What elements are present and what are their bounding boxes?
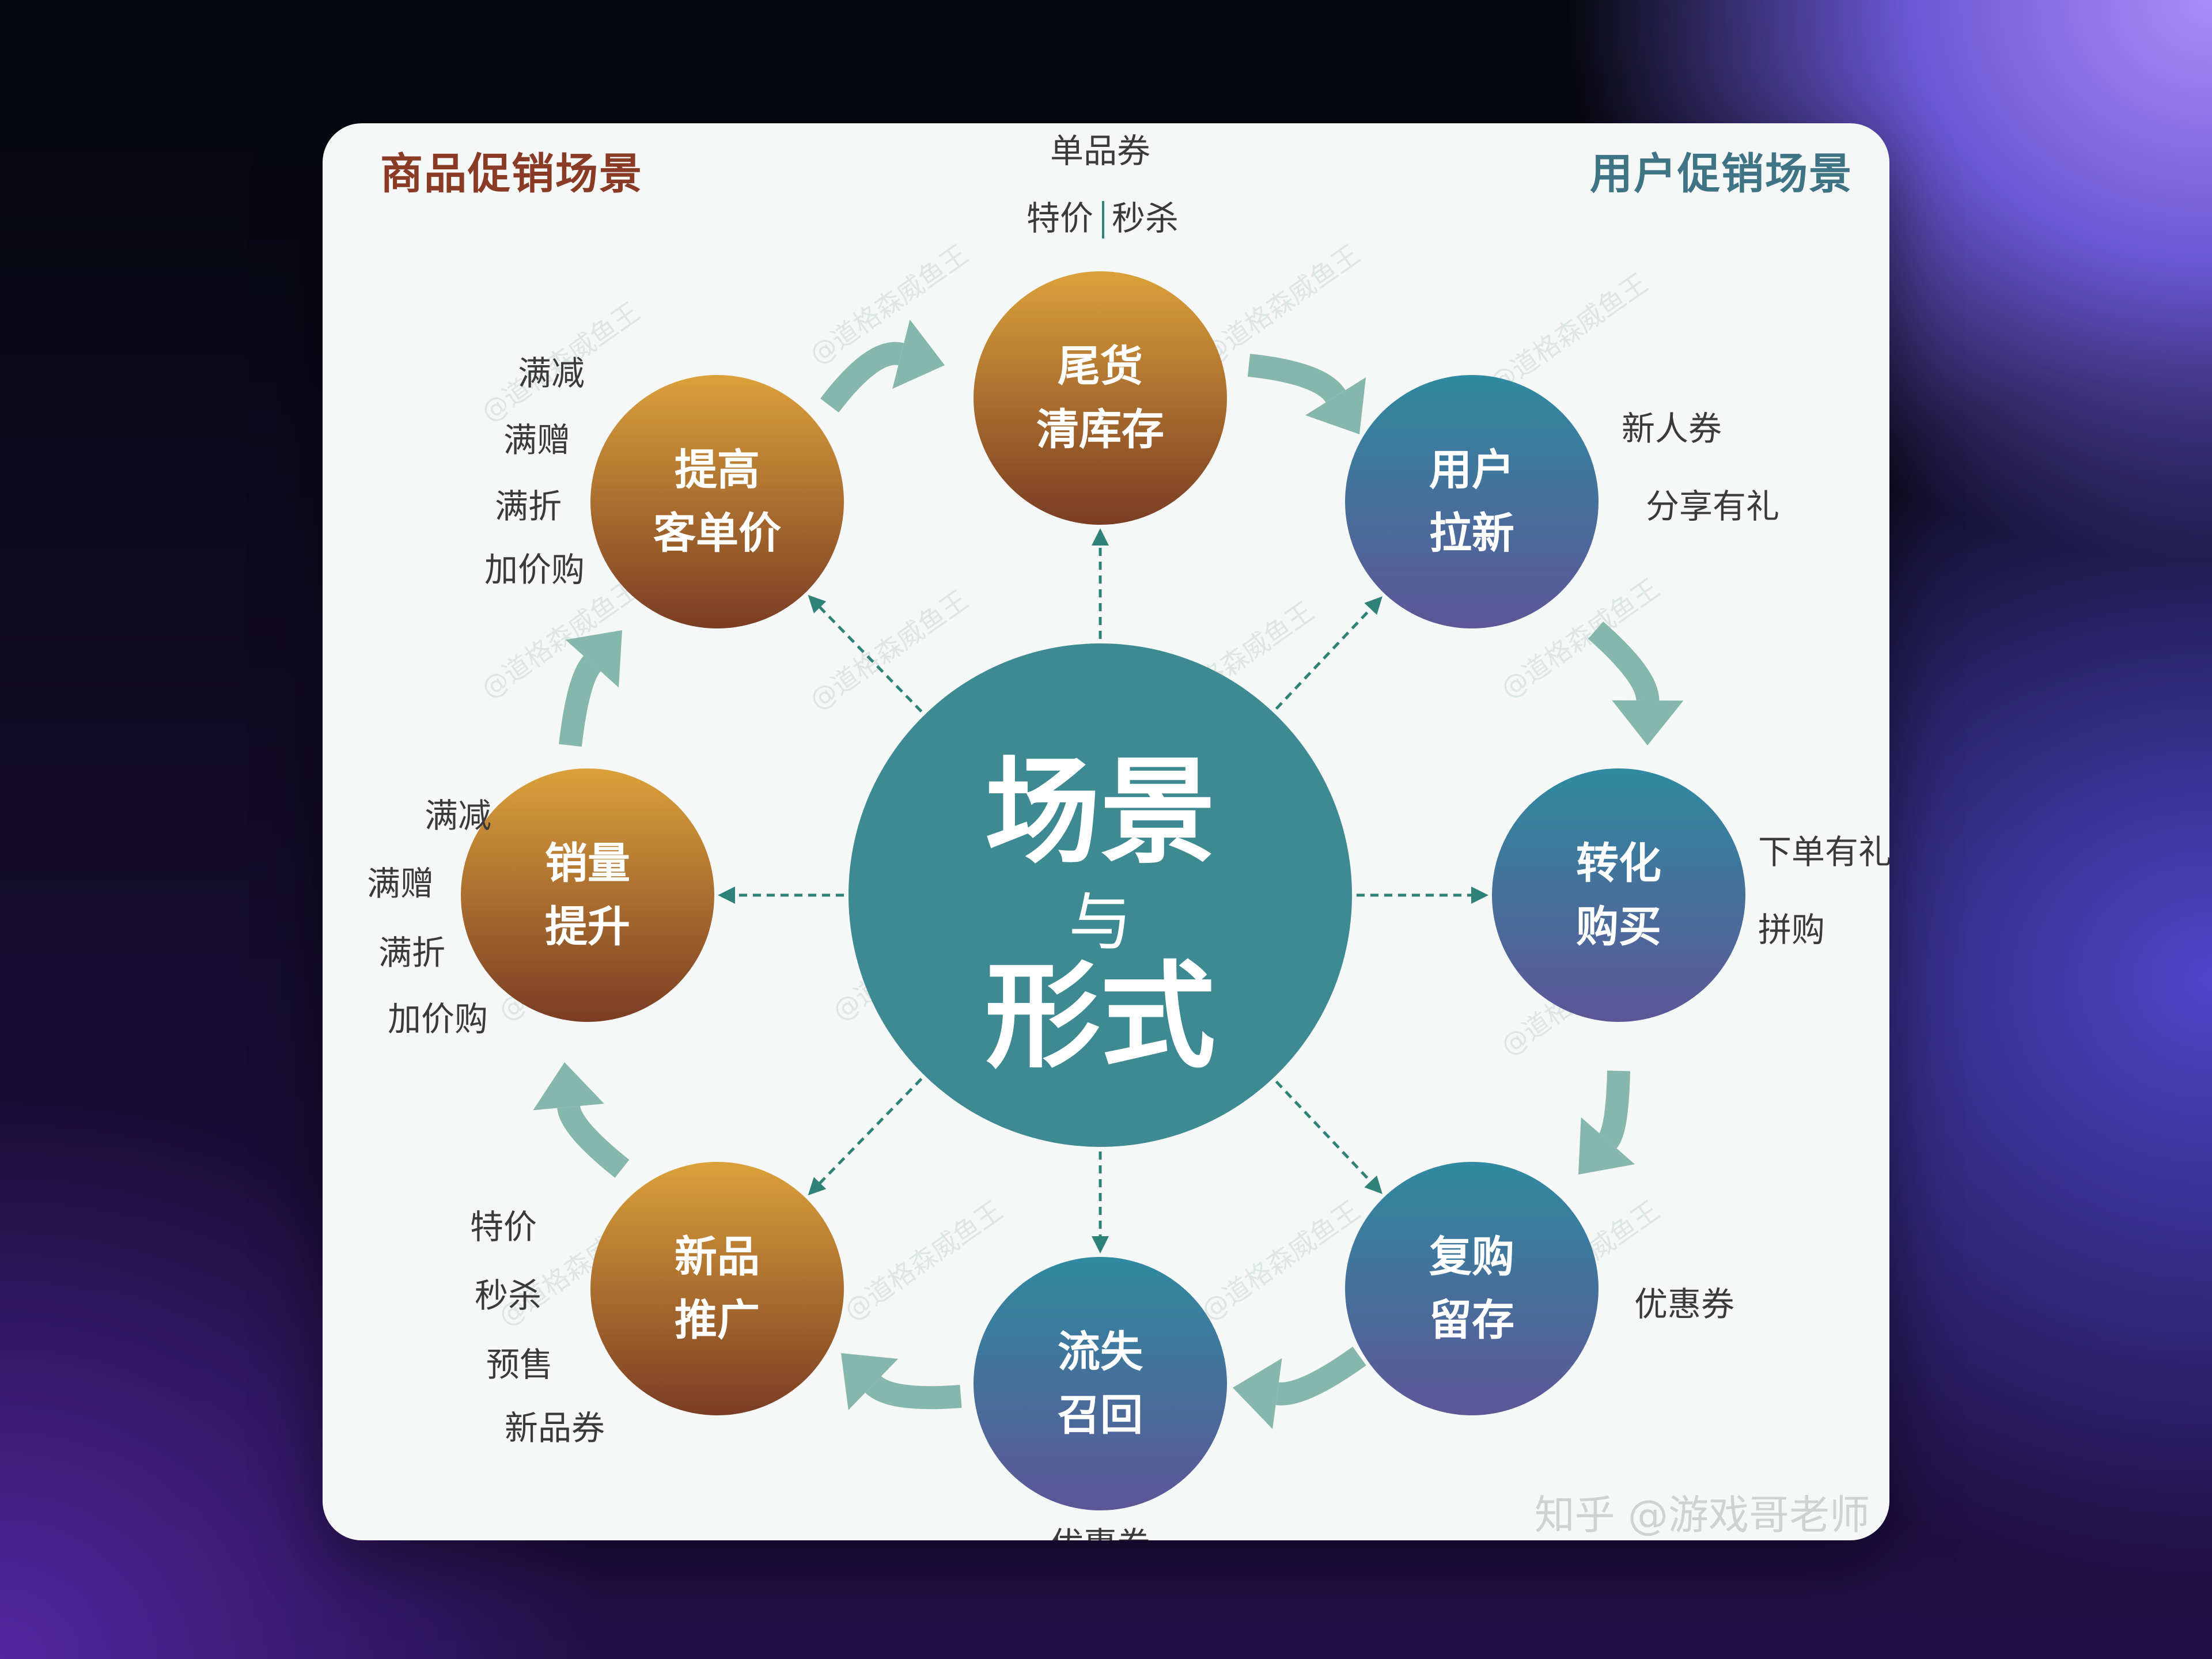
node-label-retention-1: 复购 — [1429, 1232, 1514, 1282]
tag-clearance-2: 特价 — [1027, 199, 1093, 238]
node-circle-sales — [461, 768, 714, 1022]
scenario-nodes: 尾货清库存单品券特价秒杀用户拉新新人券分享有礼转化购买下单有礼拼购复购留存优惠券… — [367, 131, 1889, 1540]
svg-text:@道格森威鱼王: @道格森威鱼王 — [1195, 238, 1365, 370]
tag-sales-4: 加价购 — [388, 999, 488, 1039]
user-promotion-title: 用户促销场景 — [1590, 149, 1853, 199]
svg-text:@道格森威鱼王: @道格森威鱼王 — [1483, 267, 1653, 399]
node-label-acquisition-1: 用户 — [1429, 445, 1514, 495]
node-label-clearance-2: 清库存 — [1036, 405, 1164, 454]
tag-newproduct-4: 新品券 — [505, 1408, 605, 1448]
svg-text:@道格森威鱼王: @道格森威鱼王 — [838, 1195, 1008, 1327]
tag-newproduct-2: 秒杀 — [475, 1276, 541, 1315]
promotion-diagram: @道格森威鱼王 @道格森威鱼王 @道格森威鱼王 @道格森威鱼王 @道格森威鱼王 … — [367, 131, 1889, 1540]
node-label-newproduct-2: 推广 — [675, 1296, 760, 1345]
tag-winback-1: 优惠券 — [1050, 1525, 1150, 1540]
arrow-newproduct-to-sales — [533, 1062, 630, 1178]
node-label-sales-1: 销量 — [545, 839, 630, 888]
node-label-retention-2: 留存 — [1429, 1296, 1514, 1345]
tag-aov-3: 满折 — [495, 487, 562, 526]
center-line-1: 场景 — [985, 745, 1215, 880]
arrow-retention-to-winback — [1233, 1346, 1366, 1429]
arrow-winback-to-newproduct — [841, 1353, 962, 1410]
node-winback: 流失召回优惠券 — [974, 1257, 1227, 1540]
node-label-winback-1: 流失 — [1058, 1327, 1143, 1377]
node-label-aov-1: 提高 — [675, 445, 760, 495]
node-circle-aov — [590, 375, 844, 628]
tag-sales-2: 满赠 — [367, 864, 434, 903]
node-clearance: 尾货清库存 单品券特价秒杀 — [974, 131, 1227, 525]
arrow-sales-to-aov — [559, 630, 622, 747]
tag-sales-1: 满减 — [425, 796, 491, 835]
node-label-sales-2: 提升 — [545, 902, 630, 952]
tag-aov-2: 满赠 — [503, 421, 570, 460]
center-line-3: 形式 — [985, 950, 1215, 1084]
tag-newproduct-3: 预售 — [486, 1345, 553, 1384]
node-label-newproduct-1: 新品 — [675, 1232, 760, 1282]
tag-retention-1: 优惠券 — [1634, 1285, 1734, 1324]
spoke-retention — [1275, 1080, 1382, 1194]
node-label-winback-2: 召回 — [1058, 1391, 1143, 1440]
diagram-card: @道格森威鱼王 @道格森威鱼王 @道格森威鱼王 @道格森威鱼王 @道格森威鱼王 … — [323, 123, 1889, 1540]
center-circle — [849, 643, 1352, 1147]
node-circle-retention — [1345, 1162, 1599, 1415]
tag-clearance-1: 单品券 — [1050, 131, 1150, 171]
cycle-arrows — [533, 319, 1684, 1429]
node-circle-conversion — [1492, 768, 1745, 1022]
arrow-clearance-to-acquisition — [1247, 354, 1366, 434]
center-node: 场景 与 形式 — [849, 643, 1352, 1147]
tag-conversion-2: 拼购 — [1758, 910, 1825, 949]
node-circle-winback — [974, 1257, 1227, 1510]
tag-aov-4: 加价购 — [484, 550, 585, 589]
spoke-newproduct — [808, 1078, 923, 1196]
node-label-aov-2: 客单价 — [653, 509, 781, 558]
tag-newproduct-1: 特价 — [470, 1207, 537, 1247]
node-label-conversion-1: 转化 — [1576, 839, 1661, 888]
spoke-acquisition — [1275, 596, 1382, 710]
center-line-2: 与 — [1069, 885, 1132, 959]
node-circle-acquisition — [1345, 375, 1599, 628]
tag-sales-3: 满折 — [378, 933, 445, 972]
node-circle-newproduct — [590, 1162, 844, 1415]
tag-acquisition-2: 分享有礼 — [1646, 487, 1779, 526]
tag-clearance-3: 秒杀 — [1112, 199, 1179, 238]
node-label-clearance-1: 尾货 — [1058, 342, 1143, 391]
tag-acquisition-1: 新人券 — [1622, 409, 1722, 448]
arrow-conversion-to-retention — [1578, 1070, 1635, 1175]
tag-aov-1: 满减 — [518, 354, 585, 393]
node-label-conversion-2: 购买 — [1576, 902, 1661, 952]
node-circle-clearance — [974, 271, 1227, 525]
svg-text:@道格森威鱼王: @道格森威鱼王 — [1195, 1195, 1365, 1327]
node-label-acquisition-2: 拉新 — [1429, 509, 1514, 558]
arrow-aov-to-clearance — [820, 319, 945, 413]
dashed-connectors — [718, 528, 1488, 1253]
product-promotion-title: 商品促销场景 — [380, 149, 643, 199]
zhihu-watermark: 知乎 @游戏哥老师 — [1535, 1491, 1870, 1539]
arrow-acquisition-to-conversion — [1588, 621, 1684, 745]
tag-conversion-1: 下单有礼 — [1758, 832, 1889, 872]
